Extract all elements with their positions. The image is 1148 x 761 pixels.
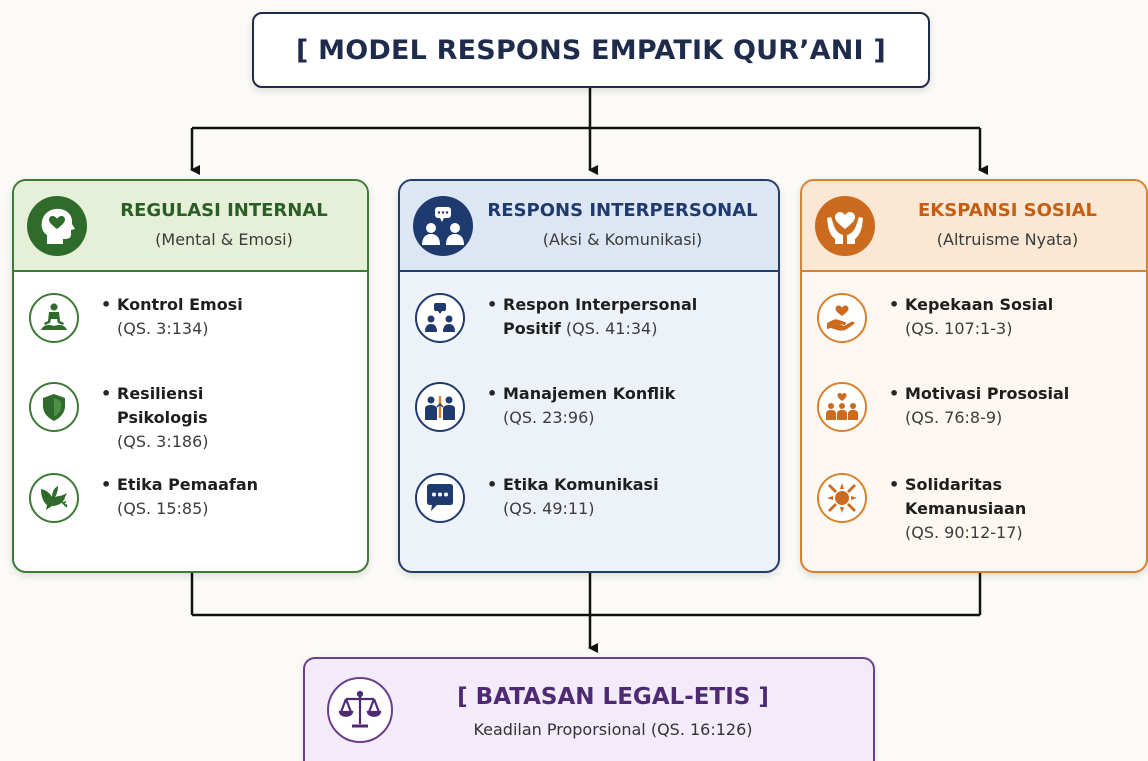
footer-subtitle: Keadilan Proporsional (QS. 16:126) — [473, 719, 753, 739]
item-text: • Etika Komunikasi (QS. 49:11) — [487, 473, 659, 523]
item-name: Respon Interpersonal — [503, 295, 698, 314]
item-name: Manajemen Konflik — [503, 384, 676, 403]
item-text: • Solidaritas Kemanusiaan (QS. 90:12-17) — [889, 473, 1026, 545]
item-name: Solidaritas — [905, 475, 1003, 494]
item-reference: (QS. 23:96) — [503, 408, 595, 427]
shield-icon — [29, 382, 79, 432]
batasan-legal-etis-box: [ BATASAN LEGAL-ETIS ] Keadilan Proporsi… — [303, 657, 875, 761]
panel-header: RESPONS INTERPERSONAL (Aksi & Komunikasi… — [400, 181, 778, 272]
list-item-kontrol-emosi: • Kontrol Emosi (QS. 3:134) — [29, 293, 359, 343]
model-title: [ MODEL RESPONS EMPATIK QUR’ANI ] — [296, 34, 886, 66]
panel-subtitle: (Mental & Emosi) — [155, 229, 293, 249]
item-name: Motivasi Prososial — [905, 384, 1070, 403]
list-item-motivasi-prososial: • Motivasi Prososial (QS. 76:8-9) — [817, 382, 1138, 432]
item-text: • Manajemen Konflik (QS. 23:96) — [487, 382, 675, 432]
item-reference: (QS. 90:12-17) — [905, 523, 1023, 542]
head-heart-icon — [27, 195, 87, 256]
panel-subtitle: (Altruisme Nyata) — [936, 229, 1079, 249]
item-reference: (QS. 107:1-3) — [905, 319, 1013, 338]
item-text: • Respon Interpersonal Positif (QS. 41:3… — [487, 295, 698, 338]
hands-heart-icon — [815, 195, 875, 256]
item-name: Etika Komunikasi — [503, 475, 659, 494]
speech-bubble-icon — [415, 473, 465, 523]
scales-icon — [327, 677, 393, 743]
item-reference: (QS. 3:134) — [117, 319, 209, 338]
item-text: • Kepekaan Sosial (QS. 107:1-3) — [889, 293, 1053, 343]
list-item-respon-interpersonal-positif: • Respon Interpersonal Positif (QS. 41:3… — [415, 293, 770, 343]
item-reference: (QS. 41:34) — [565, 319, 658, 338]
item-text: • Kontrol Emosi (QS. 3:134) — [101, 293, 243, 343]
list-item-resiliensi-psikologis: • Resiliensi Psikologis (QS. 3:186) — [29, 382, 359, 454]
list-item-kepekaan-sosial: • Kepekaan Sosial (QS. 107:1-3) — [817, 293, 1138, 343]
item-name: Etika Pemaafan — [117, 475, 259, 494]
model-title-box: [ MODEL RESPONS EMPATIK QUR’ANI ] — [252, 12, 930, 88]
item-name-line2: Kemanusiaan — [905, 499, 1027, 518]
item-name-line2: Positif — [503, 319, 561, 338]
list-item-etika-pemaafan: • Etika Pemaafan (QS. 15:85) — [29, 473, 359, 523]
item-reference: (QS. 76:8-9) — [905, 408, 1003, 427]
item-name: Resiliensi — [117, 384, 204, 403]
panel-title: RESPONS INTERPERSONAL — [487, 199, 758, 221]
joined-hands-icon — [817, 473, 867, 523]
people-chat-icon — [415, 293, 465, 343]
people-chat-icon — [413, 195, 473, 256]
item-reference: (QS. 49:11) — [503, 499, 595, 518]
item-name: Kepekaan Sosial — [905, 295, 1054, 314]
group-heart-icon — [817, 382, 867, 432]
panel-respons-interpersonal: RESPONS INTERPERSONAL (Aksi & Komunikasi… — [398, 179, 780, 573]
item-name-line2: Psikologis — [117, 408, 208, 427]
hand-heart-icon — [817, 293, 867, 343]
panel-regulasi-internal: REGULASI INTERNAL (Mental & Emosi) • Kon… — [12, 179, 369, 573]
item-text: • Resiliensi Psikologis (QS. 3:186) — [101, 382, 209, 454]
list-item-solidaritas-kemanusiaan: • Solidaritas Kemanusiaan (QS. 90:12-17) — [817, 473, 1138, 545]
item-name: Kontrol Emosi — [117, 295, 243, 314]
panel-title: EKSPANSI SOSIAL — [918, 199, 1097, 221]
list-item-manajemen-konflik: • Manajemen Konflik (QS. 23:96) — [415, 382, 770, 432]
item-reference: (QS. 15:85) — [117, 499, 209, 518]
list-item-etika-komunikasi: • Etika Komunikasi (QS. 49:11) — [415, 473, 770, 523]
panel-title: REGULASI INTERNAL — [120, 199, 328, 221]
item-text: • Etika Pemaafan (QS. 15:85) — [101, 473, 258, 523]
panel-header: EKSPANSI SOSIAL (Altruisme Nyata) — [802, 181, 1146, 272]
panel-subtitle: (Aksi & Komunikasi) — [542, 229, 703, 249]
meditation-icon — [29, 293, 79, 343]
panel-header: REGULASI INTERNAL (Mental & Emosi) — [14, 181, 367, 272]
item-reference: (QS. 3:186) — [117, 432, 209, 451]
item-text: • Motivasi Prososial (QS. 76:8-9) — [889, 382, 1069, 432]
footer-title: [ BATASAN LEGAL-ETIS ] — [457, 683, 769, 710]
dove-icon — [29, 473, 79, 523]
conflict-icon — [415, 382, 465, 432]
panel-ekspansi-sosial: EKSPANSI SOSIAL (Altruisme Nyata) • Kepe… — [800, 179, 1148, 573]
